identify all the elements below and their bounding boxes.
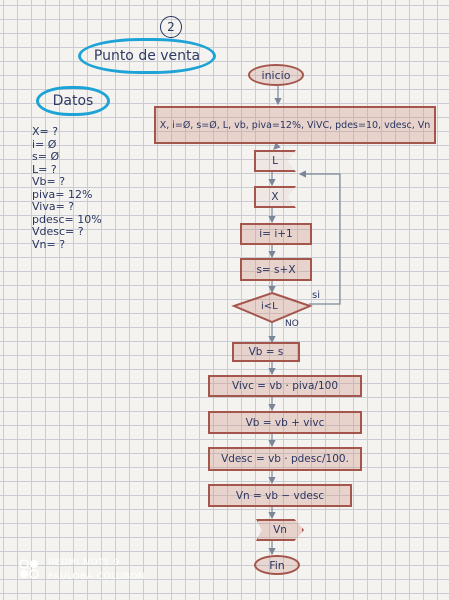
vn-label: Vn = vb − vdesc [235,489,325,502]
variable-item: piva= 12% [32,187,93,201]
vn-process: Vn = vb − vdesc [208,484,352,507]
end-label: Fin [269,558,285,572]
variable-list: X= ? i= Ø s= Ø L= ? Vb= ? piva= 12% Viva… [32,125,102,251]
watermark-device: REDMI NOTE 9 [48,558,120,568]
output-label: Vn [273,524,287,536]
increment-process: i= i+1 [240,223,312,245]
init-process: X, i=Ø, s=Ø, L, vb, piva=12%, ViVC, pdes… [154,106,436,144]
variable-item: Vb= ? [32,175,66,188]
viva-label: Vivc = vb · piva/100 [231,380,339,392]
start-label: inicio [261,68,291,82]
title-bubble: Punto de venta [78,38,216,74]
viva-process: Vivc = vb · piva/100 [208,375,362,397]
variable-item: L= ? [32,162,57,176]
input-l: L [254,150,296,172]
variable-item: pdesc= 10% [32,212,102,226]
vdesc-label: Vdesc = vb · pdesc/100. [221,453,349,465]
decision-label: i<L [261,301,278,312]
watermark-author: PAULOBA COLOBON [48,572,146,582]
page-number-text: 2 [167,20,175,34]
vb-label: Vb = s [248,346,284,358]
variable-item: s= Ø [32,150,60,163]
variable-item: Vdesc= ? [32,225,84,238]
end-terminal: Fin [254,555,300,575]
no-label: NO [285,319,299,329]
sum-process: s= s+X [240,258,312,281]
sum-label: s= s+X [256,263,296,276]
variable-item: i= Ø [32,137,57,151]
init-label: X, i=Ø, s=Ø, L, vb, piva=12%, ViVC, pdes… [159,119,431,131]
decision-diamond [231,291,313,324]
input-x: X [254,186,296,208]
yes-label: si [312,290,320,301]
vdesc-process: Vdesc = vb · pdesc/100. [208,447,362,471]
start-terminal: inicio [248,64,304,86]
variable-item: Vn= ? [32,237,66,251]
input-l-label: L [272,155,278,167]
camera-dots-icon [19,559,39,579]
title-text: Punto de venta [93,48,201,64]
vb-process: Vb = s [232,342,300,362]
vb2-process: Vb = vb + vivc [208,411,362,434]
input-x-label: X [271,191,279,203]
vb2-label: Vb = vb + vivc [245,416,325,429]
output-display: Vn [256,519,304,541]
increment-label: i= i+1 [259,228,293,240]
variable-item: Viva= ? [32,200,75,213]
datos-text: Datos [52,93,94,109]
variable-item: X= ? [32,125,59,138]
page-number: 2 [160,16,182,38]
datos-bubble: Datos [36,86,110,116]
